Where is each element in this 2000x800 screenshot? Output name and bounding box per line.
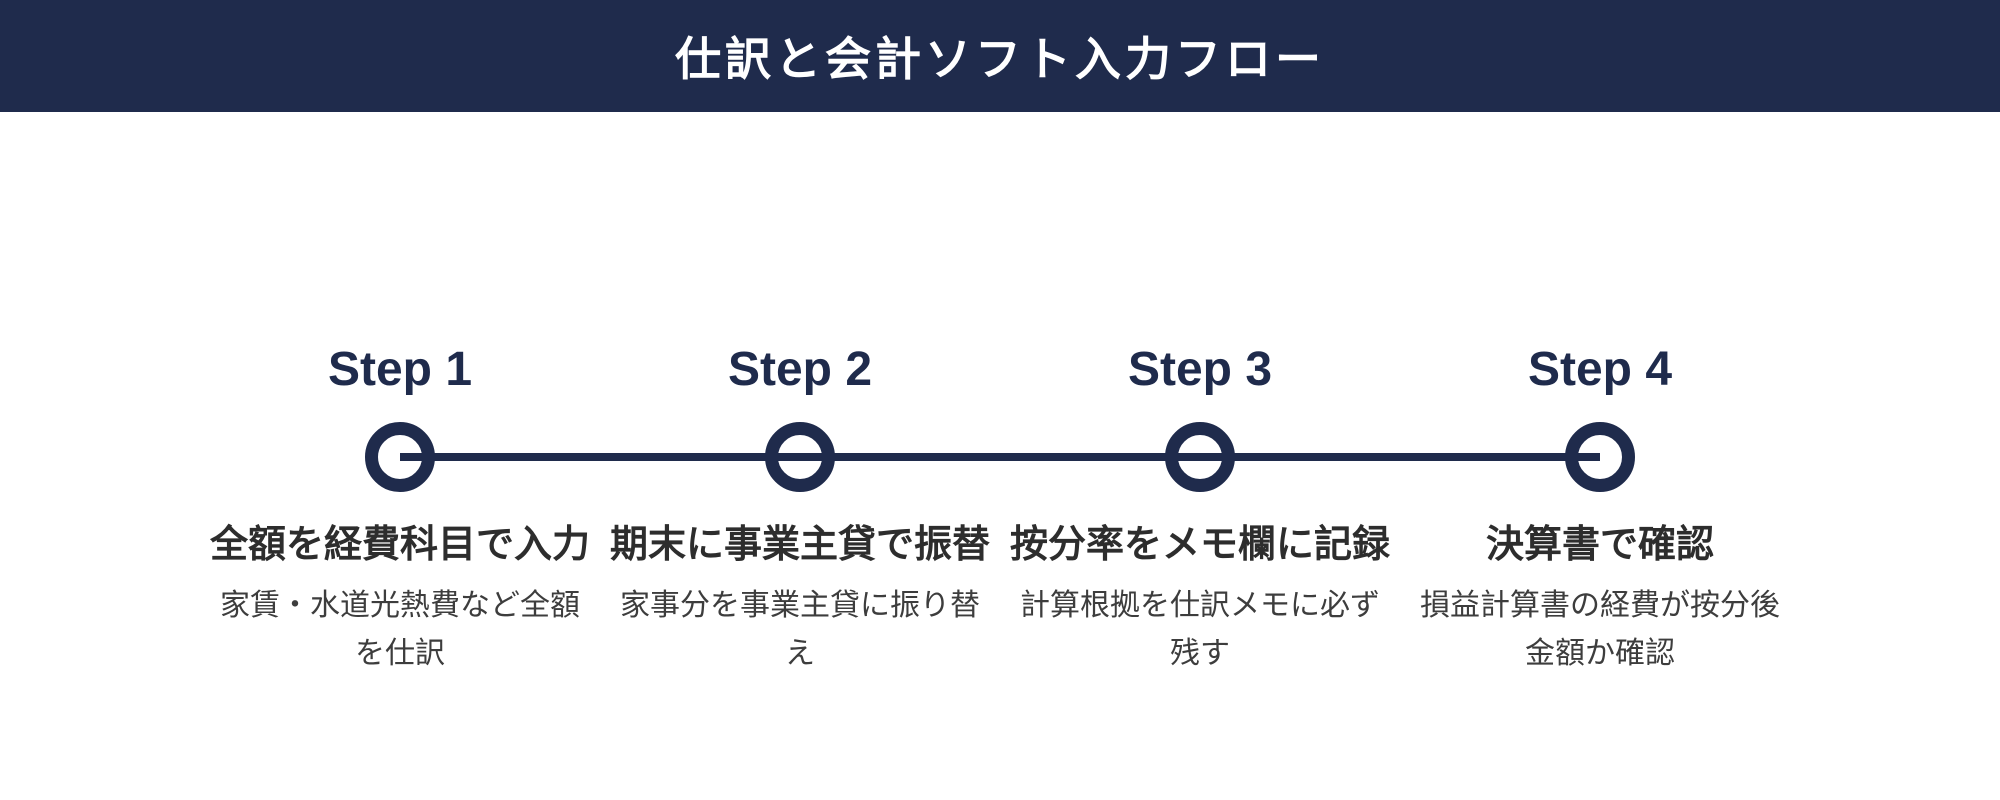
step-1-label: Step 1 xyxy=(327,343,473,396)
step-column-2: Step 2 期末に事業主貸で振替 家事分を事業主貸に振り替 え xyxy=(600,112,1000,678)
step-1-description: 家賃・水道光熱費など全額 を仕訳 xyxy=(220,582,580,678)
flow-diagram: Step 1 全額を経費科目で入力 家賃・水道光熱費など全額 を仕訳 Step … xyxy=(0,112,2000,800)
step-1-title: 全額を経費科目で入力 xyxy=(209,524,590,566)
step-3-description-line: 計算根拠を仕訳メモに必ず xyxy=(1020,589,1380,622)
step-3-description-line: 残す xyxy=(1170,637,1230,670)
step-2-label: Step 2 xyxy=(727,343,873,396)
steps-row: Step 1 全額を経費科目で入力 家賃・水道光熱費など全額 を仕訳 Step … xyxy=(0,112,2000,678)
step-3-label: Step 3 xyxy=(1127,343,1273,396)
step-column-4: Step 4 決算書で確認 損益計算書の経費が按分後 金額か確認 xyxy=(1400,112,1800,678)
step-3-title: 按分率をメモ欄に記録 xyxy=(1009,524,1390,566)
step-4-description-line: 損益計算書の経費が按分後 xyxy=(1420,589,1780,622)
step-1-description-line: 家賃・水道光熱費など全額 xyxy=(220,589,580,622)
step-4-label: Step 4 xyxy=(1527,343,1673,396)
step-4-description-line: 金額か確認 xyxy=(1525,637,1675,670)
step-2-description-line: え xyxy=(785,637,815,670)
step-2-description-line: 家事分を事業主貸に振り替 xyxy=(620,589,980,622)
step-3-description: 計算根拠を仕訳メモに必ず 残す xyxy=(1020,582,1380,678)
timeline-line xyxy=(400,453,1600,461)
step-2-title: 期末に事業主貸で振替 xyxy=(609,524,990,566)
step-1-description-line: を仕訳 xyxy=(355,637,445,670)
step-4-description: 損益計算書の経費が按分後 金額か確認 xyxy=(1420,582,1780,678)
step-4-title: 決算書で確認 xyxy=(1485,524,1714,566)
page-title: 仕訳と会計ソフト入力フロー xyxy=(675,33,1325,85)
header-bar: 仕訳と会計ソフト入力フロー xyxy=(0,0,2000,112)
step-column-1: Step 1 全額を経費科目で入力 家賃・水道光熱費など全額 を仕訳 xyxy=(200,112,600,678)
step-column-3: Step 3 按分率をメモ欄に記録 計算根拠を仕訳メモに必ず 残す xyxy=(1000,112,1400,678)
step-2-description: 家事分を事業主貸に振り替 え xyxy=(620,582,980,678)
